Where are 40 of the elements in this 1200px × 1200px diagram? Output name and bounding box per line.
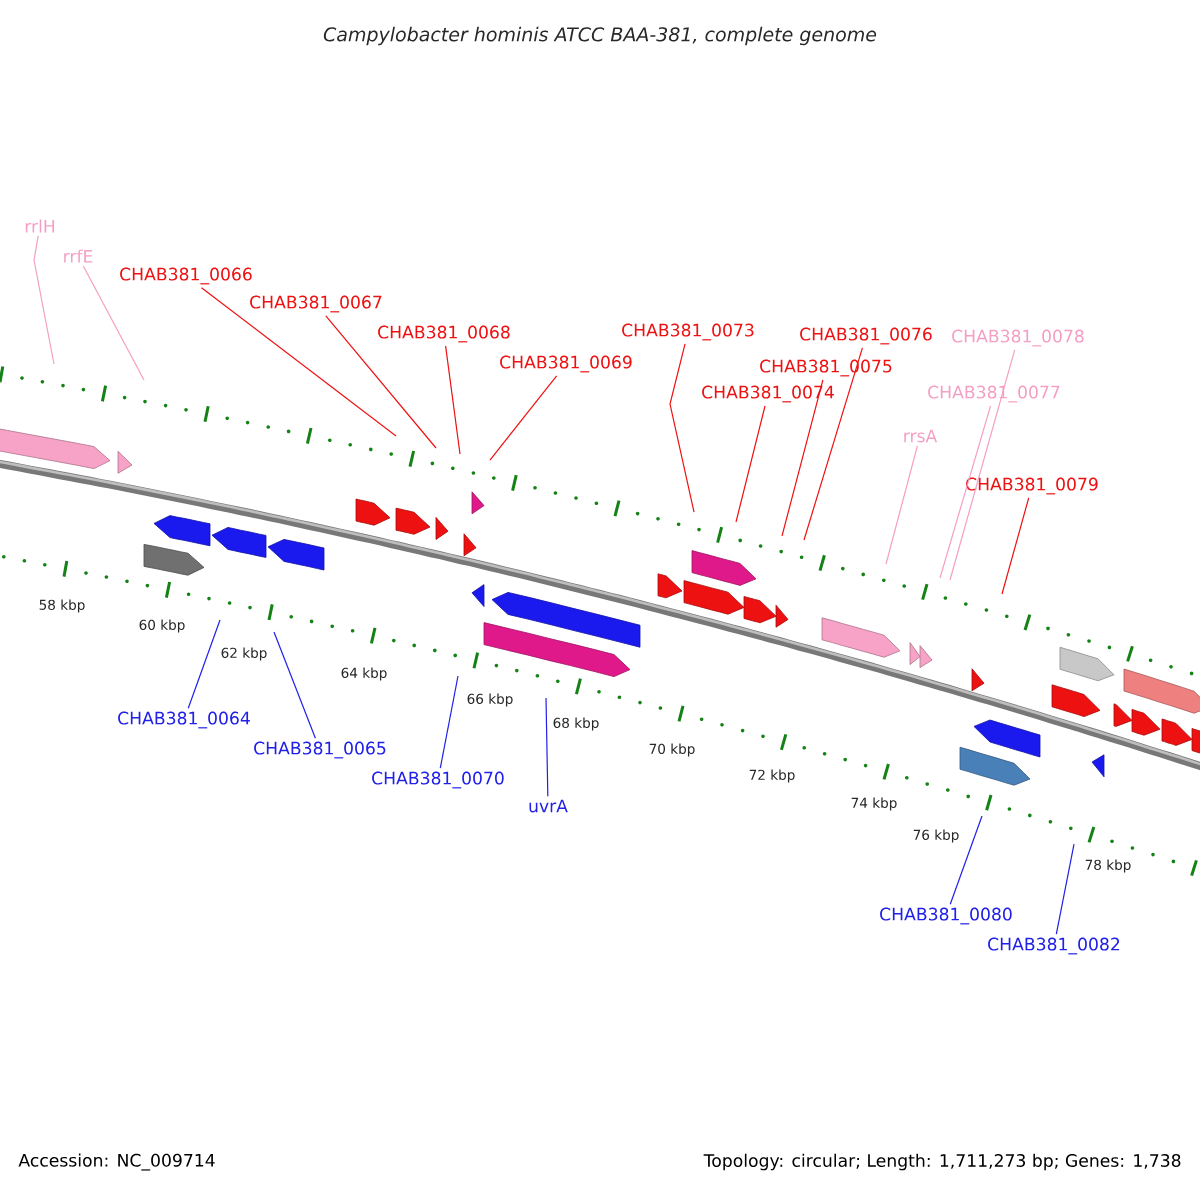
gene-label: uvrA <box>529 799 568 813</box>
gene-label: CHAB381_0068 <box>378 325 510 343</box>
gene-label: rrsA <box>904 429 938 443</box>
title: Campylobacter hominis ATCC BAA-381, complete genome <box>323 26 877 46</box>
gene-label: CHAB381_0076 <box>800 327 932 345</box>
leader-line <box>489 375 558 461</box>
leader-line <box>1001 497 1030 595</box>
gene-label: CHAB381_0064 <box>118 711 250 729</box>
leader-line <box>949 349 1016 581</box>
leader-line <box>939 405 992 579</box>
footer-text: Topology: circular; Length: 1,711,273 bp; Genes: 1,738 <box>703 1153 1181 1171</box>
leader-line <box>949 815 983 905</box>
leader-line <box>82 265 145 381</box>
gene-label: CHAB381_0078 <box>952 329 1084 347</box>
gene-label: CHAB381_0066 <box>120 267 252 285</box>
leader-line <box>325 315 437 449</box>
leader-line <box>200 287 397 437</box>
gene-label: rrlH <box>25 219 55 233</box>
gene-label: CHAB381_0073 <box>622 323 754 341</box>
gene-label: CHAB381_0070 <box>372 771 504 789</box>
leader-line <box>669 343 695 513</box>
footer-text: Accession: NC_009714 <box>18 1153 215 1171</box>
leader-line <box>885 445 918 565</box>
leader-line <box>781 379 824 537</box>
leader-line <box>187 619 221 709</box>
gene-label: CHAB381_0069 <box>500 355 632 373</box>
leader-line <box>803 347 863 541</box>
gene-label: CHAB381_0079 <box>966 477 1098 495</box>
gene-label: CHAB381_0065 <box>254 741 386 759</box>
gene-label: CHAB381_0080 <box>880 907 1012 925</box>
gene-label: rrfE <box>64 249 93 263</box>
gene-label: CHAB381_0067 <box>250 295 382 313</box>
leader-line <box>444 345 461 455</box>
gene-label: CHAB381_0082 <box>988 937 1120 955</box>
leader-line <box>735 405 766 523</box>
leader-line <box>33 235 55 365</box>
leader-line <box>1055 843 1075 935</box>
leader-line <box>273 631 316 739</box>
leader-line <box>545 697 549 797</box>
leader-line <box>439 675 459 769</box>
